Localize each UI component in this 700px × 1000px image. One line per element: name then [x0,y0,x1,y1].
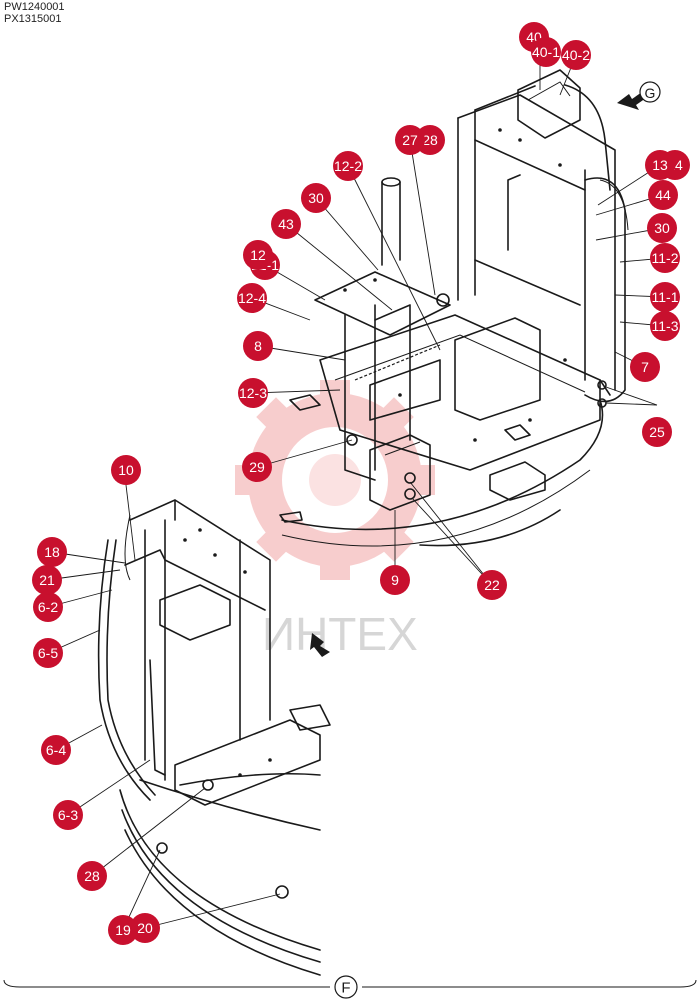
svg-text:8: 8 [254,338,262,354]
svg-text:7: 7 [641,359,649,375]
svg-text:9: 9 [391,572,399,588]
callout-6-2: 6-2 [33,592,63,622]
svg-text:12-2: 12-2 [334,158,362,174]
svg-text:22: 22 [484,577,500,593]
callout-44: 44 [648,180,678,210]
callout-19: 19 [108,915,138,945]
callout-10: 10 [111,455,141,485]
svg-text:6-5: 6-5 [38,645,58,661]
svg-text:40-1: 40-1 [532,44,560,60]
watermark-text: ИНТЕХ [262,608,418,660]
callout-13: 13 [645,150,675,180]
view-f-label: F [341,980,350,997]
svg-text:6-4: 6-4 [46,742,66,758]
callout-9: 9 [380,565,410,595]
svg-text:19: 19 [115,922,131,938]
svg-text:11-1: 11-1 [652,289,679,305]
svg-text:28: 28 [422,132,438,148]
arrow-g-icon [617,92,646,110]
svg-text:29: 29 [249,459,265,475]
svg-text:12-3: 12-3 [239,385,267,401]
callout-6-4: 6-4 [41,735,71,765]
svg-text:6-2: 6-2 [38,599,58,615]
callout-30-right: 30 [647,213,677,243]
callout-20: 20 [130,913,160,943]
callout-40-1: 40-1 [531,37,561,67]
svg-text:12-4: 12-4 [238,290,266,306]
svg-text:20: 20 [137,920,153,936]
svg-text:27: 27 [402,132,418,148]
callout-43: 43 [271,209,301,239]
callout-29: 29 [242,452,272,482]
callout-6-3: 6-3 [53,800,83,830]
svg-text:11-3: 11-3 [652,318,679,334]
bottom-border-right [362,979,697,988]
callout-11-1: 11-1 [650,282,680,312]
svg-text:10: 10 [118,462,134,478]
drawing-codes: PW1240001 PX1315001 [4,1,65,25]
lower-assembly [97,499,331,976]
callout-11-2: 11-2 [650,243,680,273]
svg-text:30: 30 [308,190,324,206]
upper-assembly [279,69,629,547]
view-g-label: G [645,85,656,101]
arrow-f-icon [310,633,330,657]
callout-11-3: 11-3 [650,311,680,341]
bottom-border-left [3,979,330,988]
callout-6-5: 6-5 [33,638,63,668]
callout-12: 12 [243,240,273,270]
callout-21: 21 [32,565,62,595]
svg-text:11-2: 11-2 [652,250,679,266]
svg-text:40-2: 40-2 [562,47,590,63]
callout-30-left: 30 [301,183,331,213]
callout-12-4: 12-4 [237,283,267,313]
svg-text:44: 44 [655,187,671,203]
drawing-code-2: PX1315001 [4,13,62,25]
svg-text:21: 21 [39,572,55,588]
callout-12-3: 12-3 [238,378,268,408]
callout-40-2: 40-2 [561,40,591,70]
callout-8: 8 [243,331,273,361]
svg-text:28: 28 [84,868,100,884]
callout-28-bottom: 28 [77,861,107,891]
svg-text:30: 30 [654,220,670,236]
callout-18: 18 [37,537,67,567]
callout-27-top: 27 [395,125,425,155]
svg-text:43: 43 [278,216,294,232]
svg-text:25: 25 [649,424,665,440]
svg-text:18: 18 [44,544,60,560]
drawing-code-1: PW1240001 [4,1,65,13]
callout-7: 7 [630,352,660,382]
callout-12-2: 12-2 [333,151,363,181]
callout-22: 22 [477,570,507,600]
callout-25: 25 [642,417,672,447]
view-f-circle [334,975,358,999]
svg-text:12: 12 [250,247,266,263]
svg-text:13: 13 [652,157,668,173]
svg-text:6-3: 6-3 [58,807,78,823]
view-g-indicator: G [617,81,661,110]
